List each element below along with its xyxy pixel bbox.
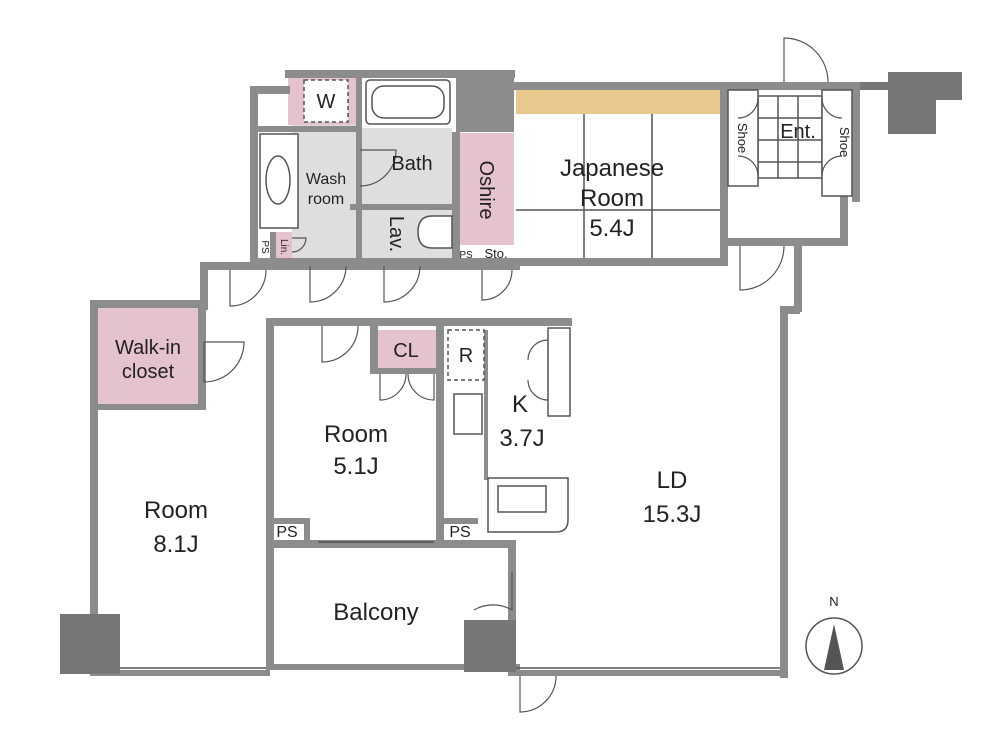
compass-north-label: N	[829, 594, 838, 609]
column-top-right-b	[936, 72, 962, 100]
compass-ring	[805, 617, 863, 675]
room-mid-size: 5.1J	[333, 453, 378, 480]
door-room5	[321, 325, 359, 363]
lavatory-name: Lav.	[385, 216, 407, 252]
ps-label-4: PS	[449, 524, 470, 541]
column-balcony	[464, 620, 516, 672]
column-top-right	[888, 72, 936, 134]
toilet	[417, 215, 453, 249]
kitchen-size: 3.7J	[499, 425, 544, 452]
doors	[203, 37, 843, 713]
refrigerator-label: R	[459, 345, 473, 367]
closet-fill	[378, 330, 436, 370]
ps-label-2: PS	[459, 250, 473, 261]
shoe-left-name: Shoe	[735, 123, 750, 153]
fixtures	[120, 79, 853, 669]
japanese-room-name-2: Room	[580, 185, 644, 212]
walk-in-closet-name-1: Walk-in	[115, 337, 181, 359]
column-bottom-left	[60, 614, 120, 674]
washer-box	[303, 79, 349, 123]
door-entrance-ld	[739, 245, 785, 291]
door-closet	[379, 373, 407, 401]
wash-room-fill	[292, 125, 356, 262]
balcony-name: Balcony	[333, 599, 418, 626]
kitchen-cabinet	[547, 327, 571, 417]
room-left-size: 8.1J	[153, 531, 198, 558]
oshire-fill	[460, 133, 514, 245]
bathtub	[365, 79, 451, 125]
room-mid-name: Room	[324, 421, 388, 448]
door-room8	[229, 269, 267, 307]
bath-name: Bath	[391, 153, 432, 175]
door-lav	[383, 265, 421, 303]
ld-name: LD	[657, 467, 688, 494]
column-top-right-c	[860, 82, 890, 90]
compass: N	[805, 594, 863, 675]
japanese-room-name-1: Japanese	[560, 155, 664, 182]
closet-label: CL	[393, 340, 419, 362]
shoe-right-name: Shoe	[837, 127, 852, 157]
refrigerator	[447, 329, 485, 381]
wash-room-name-2: room	[308, 191, 344, 208]
ps-label-1: PS	[259, 240, 270, 254]
washbasin	[265, 155, 291, 205]
shoe-cabinet-left	[727, 89, 759, 187]
entrance-name: Ent.	[780, 121, 816, 143]
ps-label-3: PS	[276, 524, 297, 541]
wash-room-name-1: Wash	[306, 171, 346, 188]
washer-label: W	[317, 91, 336, 113]
door-shoe-left	[737, 97, 759, 177]
door-closet-b	[407, 373, 435, 401]
door-sto	[481, 269, 513, 301]
walk-in-closet-fill	[97, 305, 201, 408]
door-walk-in	[203, 341, 245, 383]
bath-fill	[360, 128, 452, 204]
door-ld-bottom	[519, 675, 557, 713]
sink	[453, 393, 483, 435]
room-left-name: Room	[144, 497, 208, 524]
walk-in-closet-name-2: closet	[122, 361, 175, 383]
storage-label: Sto.	[484, 246, 507, 261]
tatami-lines	[516, 114, 720, 258]
shoe-cabinet-right	[821, 89, 853, 197]
kitchen-counter	[487, 477, 569, 533]
tatami-edge	[516, 90, 721, 114]
door-balcony	[473, 572, 513, 612]
door-entrance	[783, 37, 829, 83]
door-kitchen-cab	[527, 339, 549, 401]
door-shoe-right	[821, 97, 843, 177]
door-bath	[359, 149, 397, 187]
oshire-name: Oshire	[475, 161, 497, 220]
linen-fill	[274, 232, 292, 262]
compass-needle	[824, 624, 844, 670]
kitchen-name: K	[512, 391, 528, 418]
japanese-room-size: 5.4J	[589, 215, 634, 242]
linen-label: Lin.	[278, 239, 289, 255]
room-labels: Japanese Room 5.4J LD 15.3J K 3.7J Room …	[115, 91, 852, 626]
ld-size: 15.3J	[643, 501, 702, 528]
door-lin	[291, 237, 307, 253]
door-wash	[309, 265, 347, 303]
walls	[90, 70, 860, 678]
